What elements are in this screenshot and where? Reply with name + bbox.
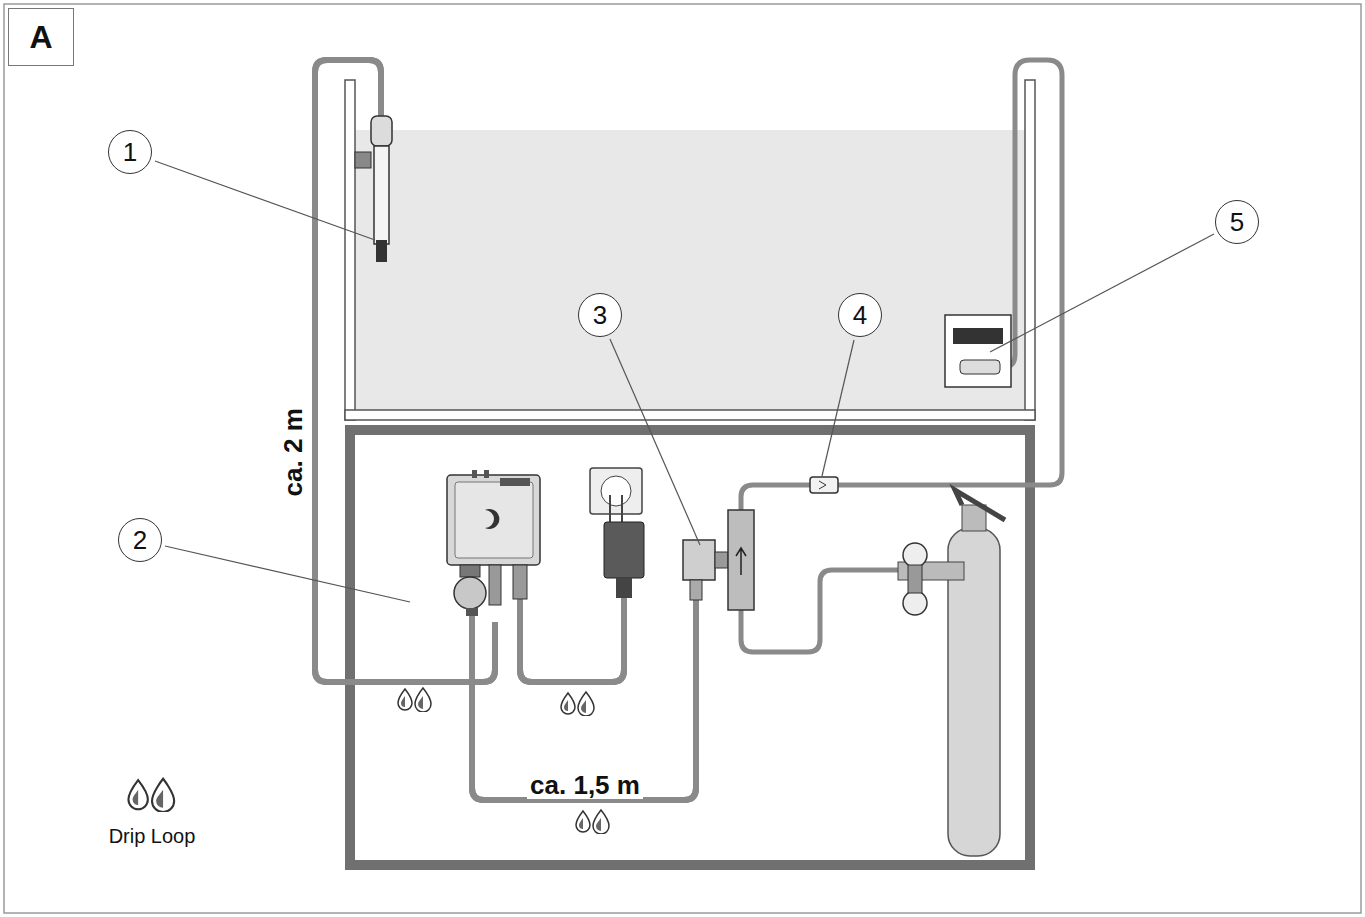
dimension-label: ca. 2 m <box>279 405 308 499</box>
solenoid-valve <box>683 510 754 610</box>
drip-symbol <box>398 688 431 712</box>
drip-symbol <box>128 779 174 812</box>
cabinet <box>350 430 1030 865</box>
legend-note: Drip Loop <box>109 825 196 847</box>
bubble-counter <box>810 477 838 493</box>
callout-number: 1 <box>108 130 152 174</box>
callout-number: 3 <box>578 293 622 337</box>
co2-hose <box>741 60 1062 510</box>
co2-cylinder <box>898 490 1005 856</box>
electrode-cable <box>315 60 495 682</box>
co2-hose <box>741 570 898 652</box>
frame <box>4 4 1361 913</box>
node-text: A <box>29 21 52 53</box>
callout-number: 4 <box>838 293 882 337</box>
drip-symbol <box>561 692 594 716</box>
callout-number: 2 <box>118 518 162 562</box>
panel-letter: A <box>8 8 74 66</box>
leader-lines <box>155 161 1214 602</box>
power-supply <box>590 468 644 598</box>
solenoid-cable <box>472 600 696 800</box>
co2-diffuser <box>945 315 1011 387</box>
dimension-label: ca. 1,5 m <box>527 771 643 800</box>
ph-controller <box>447 470 540 616</box>
aquarium <box>345 80 1035 420</box>
callout-number: 5 <box>1215 200 1259 244</box>
power-cable <box>520 598 624 682</box>
drip-symbol <box>576 810 609 834</box>
ph-electrode <box>355 116 392 262</box>
